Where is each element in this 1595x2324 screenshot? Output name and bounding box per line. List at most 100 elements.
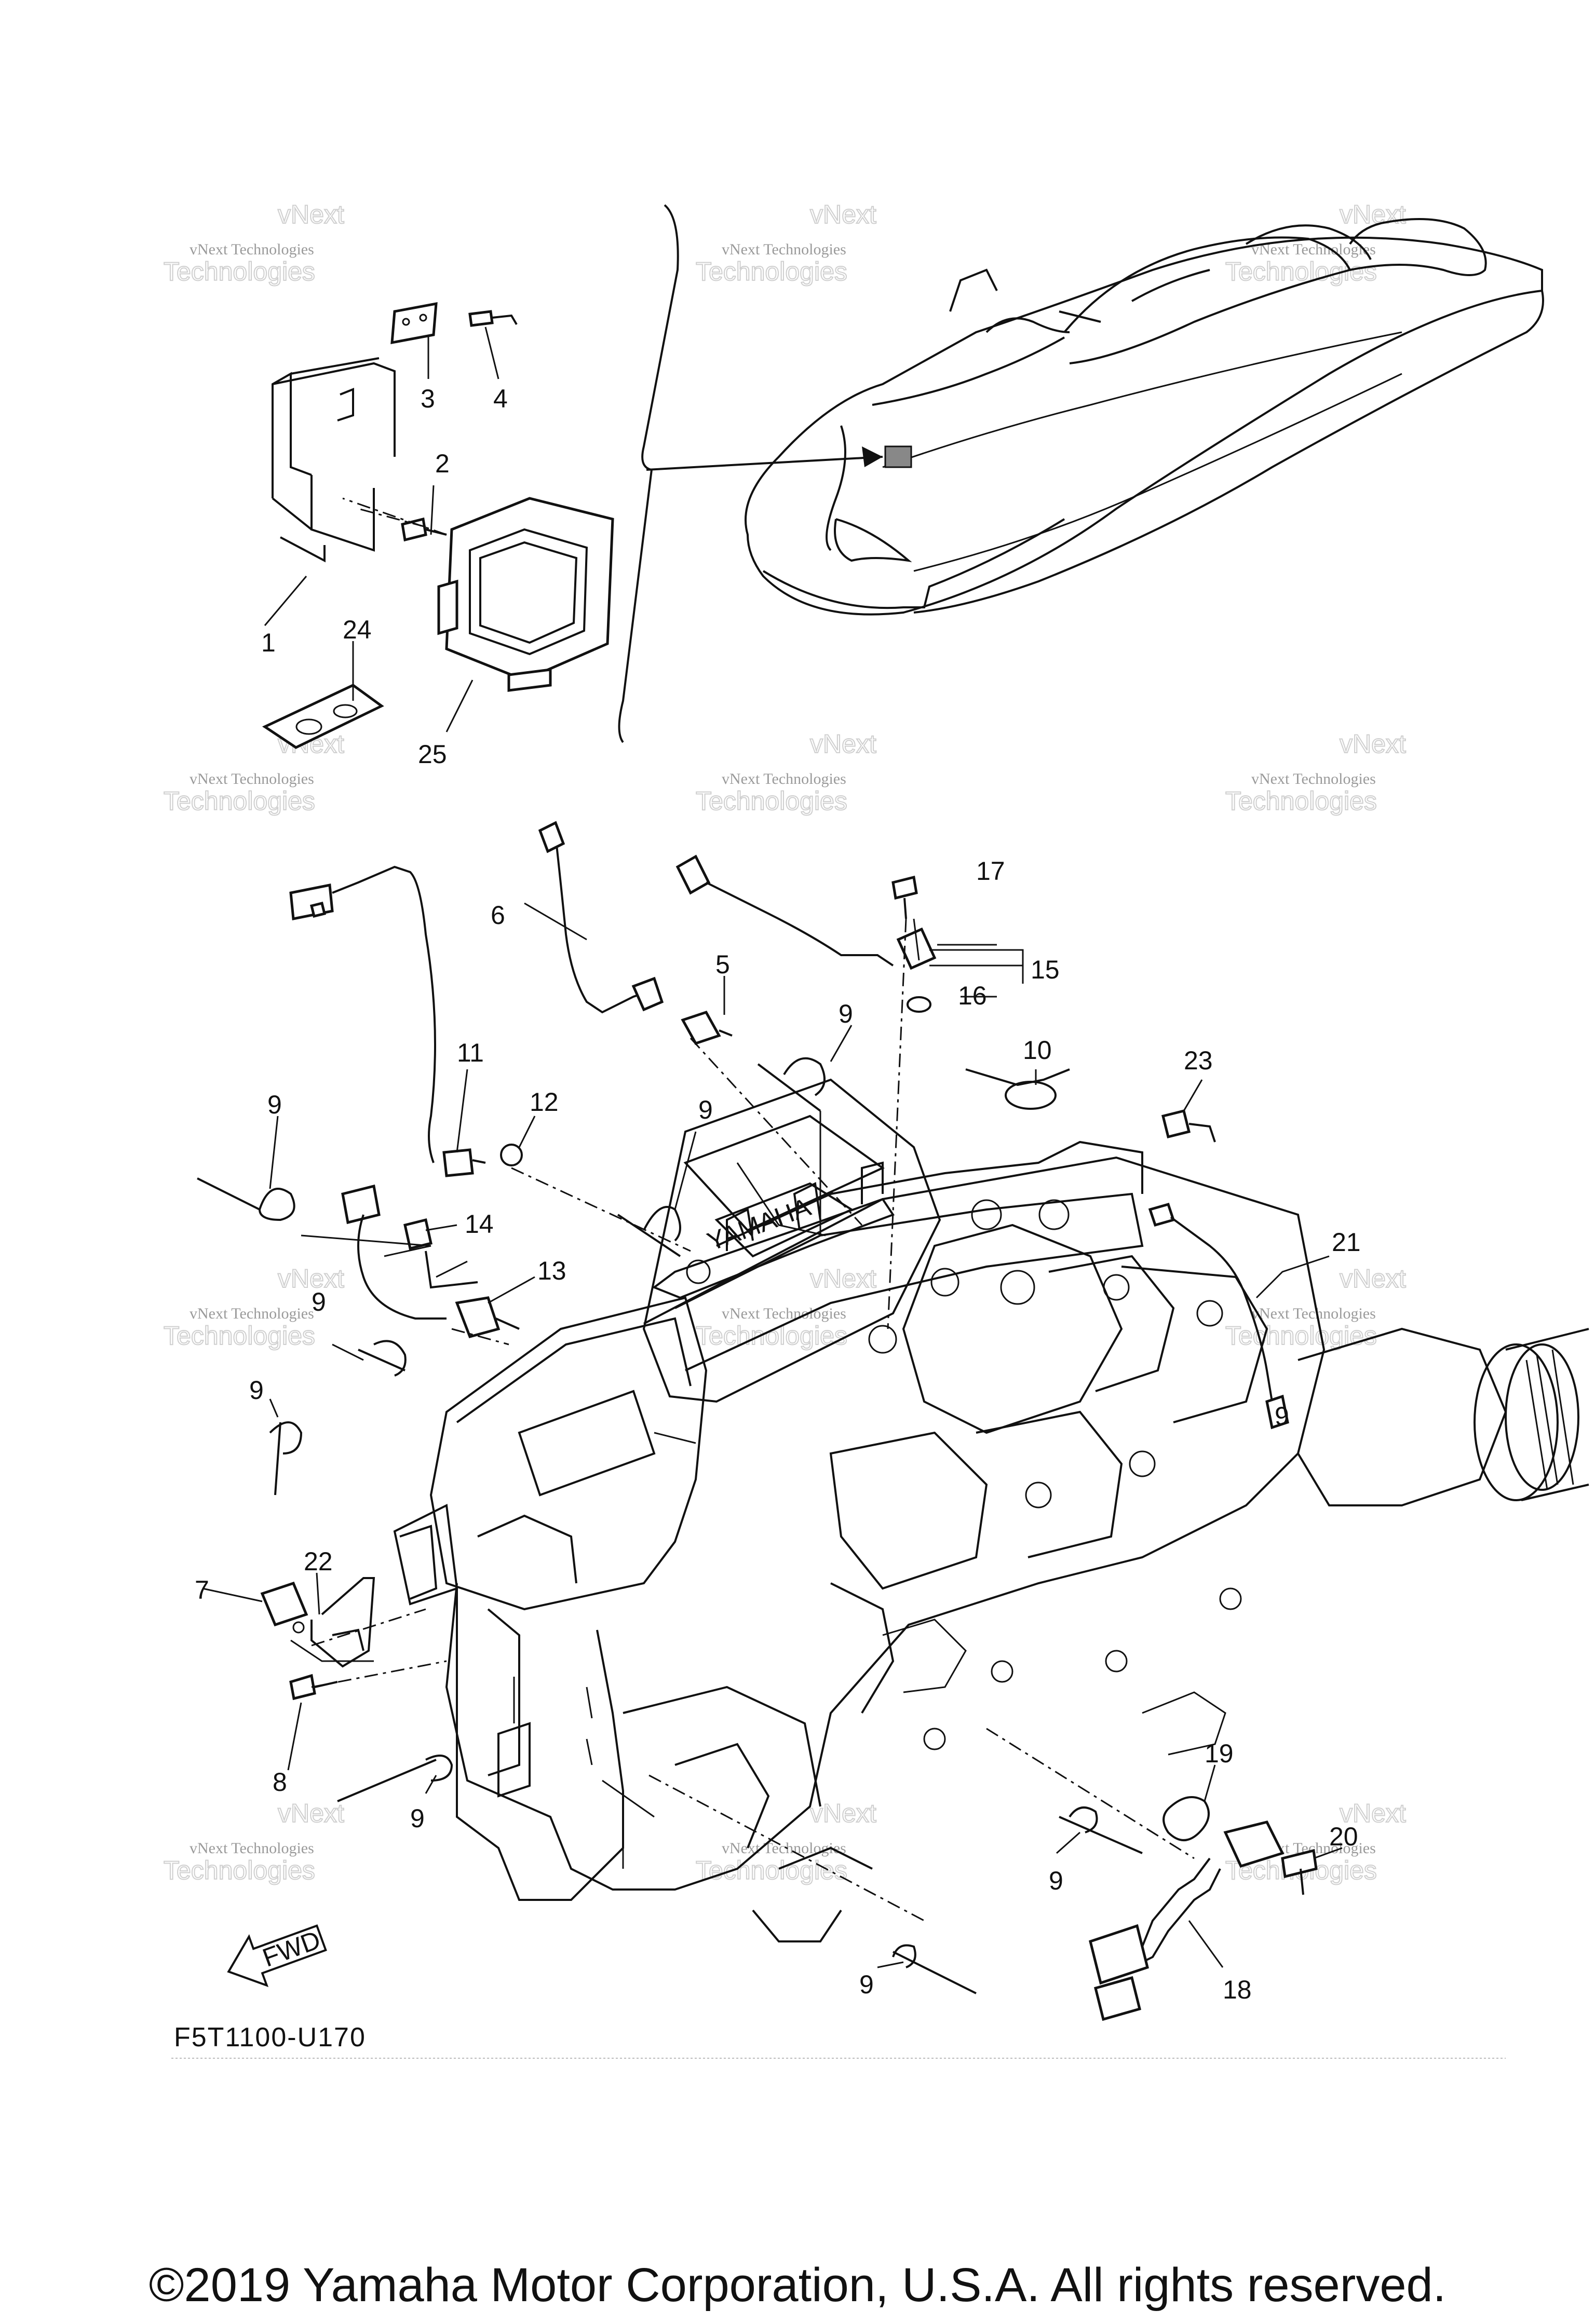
watermark-text: vNext Technologies: [722, 241, 846, 258]
ecu-bracket-part: [272, 357, 396, 563]
callout-7: 7: [195, 1575, 209, 1605]
callout-25: 25: [418, 740, 447, 769]
watermark-text: vNext: [810, 1264, 876, 1293]
ecu-location-marker: [884, 445, 912, 468]
watermark-text: vNext Technologies: [722, 770, 846, 787]
watermark-text: vNext Technologies: [1251, 770, 1376, 787]
watermark-text: Technologies: [1225, 1321, 1377, 1350]
watermark-text: Technologies: [696, 257, 847, 286]
callout-9: 9: [249, 1376, 264, 1405]
watermark-text: vNext Technologies: [190, 770, 314, 787]
cable-tie-part: [892, 1944, 977, 1994]
watermark-text: vNext: [810, 729, 876, 758]
watermark-text: Technologies: [1225, 257, 1377, 286]
watermark-text: vNext Technologies: [722, 1840, 846, 1857]
throttle-sensor-part: [260, 1577, 375, 1701]
watermark-text: vNext: [1340, 200, 1406, 229]
watermark-text: vNext: [1340, 729, 1406, 758]
watermark-text: Technologies: [164, 1856, 315, 1885]
watermark-text: vNext Technologies: [190, 241, 314, 258]
callout-9: 9: [859, 1970, 874, 1999]
watermark-text: vNext Technologies: [190, 1305, 314, 1322]
mounting-plate-part: [390, 302, 438, 345]
callout-3: 3: [421, 384, 435, 413]
exhaust-temp-sensor-part: [1148, 1202, 1289, 1430]
watermark-group: vNext vNext Technologies Technologies vN…: [163, 199, 1407, 1885]
watermark-text: vNext Technologies: [190, 1840, 314, 1857]
callout-13: 13: [537, 1256, 566, 1285]
watermark-text: Technologies: [1225, 786, 1377, 816]
watermark-text: vNext: [1340, 1264, 1406, 1293]
cable-tie-part: [358, 1340, 407, 1377]
callout-9: 9: [267, 1090, 282, 1119]
callout-9: 9: [410, 1804, 425, 1833]
callout-9: 9: [698, 1095, 713, 1124]
watermark-text: vNext Technologies: [722, 1305, 846, 1322]
figure-code: F5T1100-U170: [174, 2022, 366, 2053]
watermark-text: vNext: [278, 1799, 344, 1828]
watermark-text: Technologies: [696, 1321, 847, 1350]
watermark-text: Technologies: [164, 1321, 315, 1350]
engine-block: YAMAHA: [393, 1078, 1589, 1942]
watermark-text: vNext: [278, 1264, 344, 1293]
callout-10: 10: [1023, 1036, 1052, 1065]
callout-6: 6: [491, 901, 505, 930]
callout-24: 24: [343, 615, 372, 644]
watermark-text: Technologies: [164, 786, 315, 816]
callout-labels: 1 2 3 4 5 6 7 8 9 9 9 9 9 9 9 9 9 10 11 …: [195, 384, 1361, 2004]
tps-harness-part: [1089, 1796, 1318, 2021]
callout-19: 19: [1205, 1739, 1234, 1768]
fwd-arrow: FWD: [227, 1924, 327, 1987]
callout-17: 17: [976, 857, 1005, 886]
ecu-box-part: [437, 497, 614, 692]
clamp-part: [1161, 1109, 1216, 1143]
callout-9: 9: [1049, 1866, 1063, 1895]
cable-tie-part: [197, 1177, 295, 1221]
watermark-text: vNext Technologies: [1251, 1305, 1376, 1322]
watermark-text: Technologies: [696, 1856, 847, 1885]
callout-21: 21: [1332, 1228, 1361, 1257]
hose-clamp-part: [965, 1068, 1070, 1110]
callout-16: 16: [958, 981, 987, 1010]
callout-4: 4: [493, 384, 508, 413]
cam-sensor-part: [675, 854, 937, 1013]
callout-14: 14: [465, 1209, 494, 1239]
callout-9: 9: [839, 999, 853, 1028]
callout-20: 20: [1329, 1822, 1358, 1851]
callout-18: 18: [1223, 1975, 1252, 2004]
callout-1: 1: [261, 628, 276, 657]
divider-bracket: [618, 204, 679, 743]
screw-part: [468, 310, 518, 327]
callout-9: 9: [312, 1287, 326, 1316]
callout-9: 9: [1275, 1402, 1289, 1431]
callout-2: 2: [435, 449, 450, 478]
cable-tie-part: [269, 1421, 303, 1496]
ecu-screw-part: [401, 517, 447, 542]
crank-sensor-part: [341, 1184, 520, 1339]
callout-22: 22: [304, 1547, 333, 1576]
cable-tie-part: [757, 1057, 826, 1112]
cable-tie-part: [1059, 1806, 1143, 1854]
pressure-sensor-part: [289, 865, 486, 1177]
watercraft-overview: [745, 218, 1544, 616]
washer-part: [500, 1144, 523, 1166]
callout-23: 23: [1184, 1046, 1213, 1075]
temperature-sensor-part: [538, 821, 664, 1014]
callout-8: 8: [273, 1768, 287, 1797]
callout-12: 12: [530, 1088, 559, 1117]
callout-11: 11: [457, 1038, 484, 1067]
oil-pressure-switch-part: [681, 1010, 733, 1045]
watermark-text: vNext: [278, 200, 344, 229]
callout-5: 5: [715, 950, 730, 979]
watermark-text: vNext: [1340, 1799, 1406, 1828]
watermark-text: Technologies: [164, 257, 315, 286]
cable-tie-part: [337, 1755, 453, 1802]
sensor-harness-group: [197, 821, 1318, 2021]
fwd-label: FWD: [259, 1925, 324, 1973]
ecu-assembly: [262, 302, 614, 749]
callout-15: 15: [1031, 955, 1060, 984]
leader-lines: [202, 902, 1343, 1968]
watermark-text: vNext: [810, 200, 876, 229]
location-arrow: [646, 446, 883, 471]
